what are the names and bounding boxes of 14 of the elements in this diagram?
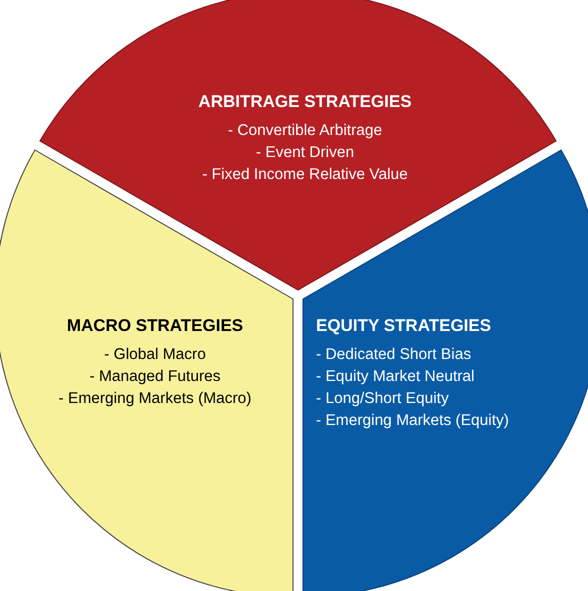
list-item: - Long/Short Equity	[316, 389, 450, 409]
list-item: - Managed Futures	[88, 367, 222, 387]
list-item: - Fixed Income Relative Value	[201, 165, 409, 185]
list-item: - Global Macro	[103, 345, 207, 365]
list-item: - Event Driven	[254, 143, 356, 163]
list-item: - Emerging Markets (Macro)	[58, 389, 252, 409]
sector-heading: EQUITY STRATEGIES	[316, 316, 492, 336]
list-item: - Emerging Markets (Equity)	[316, 411, 510, 431]
arbitrage-sector	[40, 0, 556, 292]
sector-heading: MACRO STRATEGIES	[66, 316, 244, 336]
list-item: - Dedicated Short Bias	[316, 345, 472, 365]
list-item: - Equity Market Neutral	[316, 367, 476, 387]
list-item: - Convertible Arbitrage	[226, 121, 384, 141]
sector-heading: ARBITRAGE STRATEGIES	[197, 92, 413, 112]
